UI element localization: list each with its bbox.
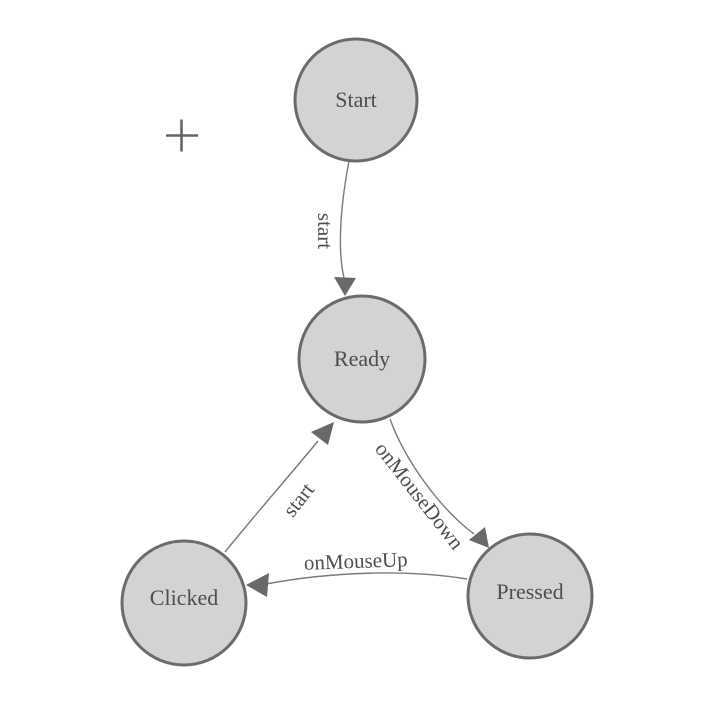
node-clicked-circle[interactable] xyxy=(120,539,248,667)
edge-start-to-ready-arrowhead-icon xyxy=(334,277,356,296)
state-node-ready[interactable]: Ready xyxy=(297,294,427,424)
state-node-clicked[interactable]: Clicked xyxy=(120,539,248,667)
state-node-pressed[interactable]: Pressed xyxy=(466,532,594,660)
edge-start-to-ready-line[interactable] xyxy=(339,160,350,279)
node-start-circle[interactable] xyxy=(293,37,419,163)
node-pressed-circle[interactable] xyxy=(466,532,594,660)
node-pressed-label: Pressed xyxy=(496,579,563,604)
edge-clicked-to-ready[interactable]: start xyxy=(224,422,334,553)
edge-ready-to-pressed[interactable]: onMouseDown xyxy=(370,418,489,554)
edge-start-to-ready[interactable]: start xyxy=(313,160,356,296)
edge-label-start-2: start xyxy=(278,478,319,521)
edge-pressed-to-clicked-line[interactable] xyxy=(265,572,468,585)
edge-label-start-1: start xyxy=(313,213,337,249)
crosshair-plus-strokes xyxy=(166,119,198,152)
edge-label-onmousedown: onMouseDown xyxy=(370,437,469,554)
node-ready-circle[interactable] xyxy=(297,294,427,424)
crosshair-plus-icon xyxy=(166,119,198,152)
node-ready-label: Ready xyxy=(334,346,390,371)
state-node-start[interactable]: Start xyxy=(293,37,419,163)
edge-label-onmouseup: onMouseUp xyxy=(303,547,408,575)
edge-pressed-to-clicked-arrowhead-icon xyxy=(246,573,269,597)
node-clicked-label: Clicked xyxy=(150,585,218,610)
edge-pressed-to-clicked[interactable]: onMouseUp xyxy=(246,547,468,597)
node-start-label: Start xyxy=(335,87,377,112)
edge-ready-to-pressed-arrowhead-icon xyxy=(469,527,489,548)
edge-clicked-to-ready-arrowhead-icon xyxy=(311,422,334,445)
edge-clicked-to-ready-line[interactable] xyxy=(224,440,319,553)
edge-ready-to-pressed-line[interactable] xyxy=(389,418,475,535)
